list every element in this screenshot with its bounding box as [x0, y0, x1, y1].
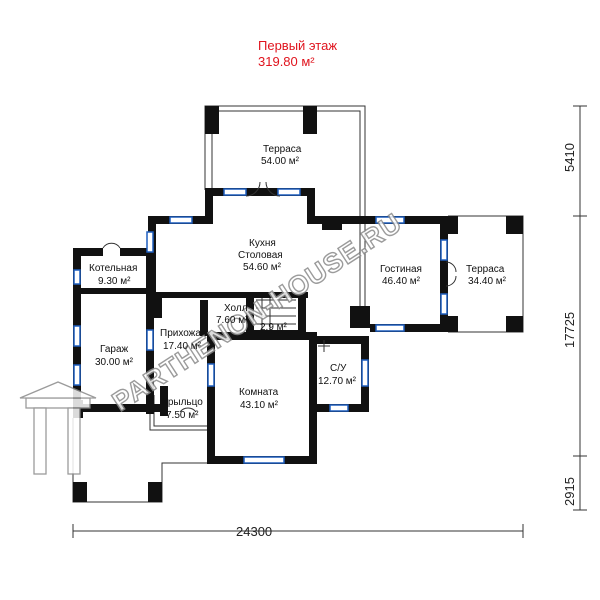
dim-width-total: 24300 [236, 524, 272, 539]
garage-name: Гараж [100, 344, 129, 355]
dim-right-bottom: 2915 [562, 477, 577, 506]
room-name: Комната [239, 387, 279, 398]
living-area: 46.40 м² [382, 276, 421, 287]
terrace-right-name: Терраса [466, 264, 505, 275]
dim-right-mid: 17725 [562, 312, 577, 348]
door-details [102, 181, 457, 413]
windows [73, 188, 448, 464]
boiler-area: 9.30 м² [98, 276, 131, 287]
kitchen-name: Кухня [249, 238, 276, 249]
watermark-logo [19, 381, 97, 475]
porch-name: Крыльцо [162, 397, 203, 408]
entry-area: 17.40 м² [163, 341, 202, 352]
terrace-right-area: 34.40 м² [468, 276, 507, 287]
bath-name: С/У [330, 363, 347, 374]
floor-area: 319.80 м² [258, 54, 315, 69]
dim-right-top: 5410 [562, 143, 577, 172]
living-name: Гостиная [380, 264, 422, 275]
boiler-name: Котельная [89, 263, 137, 274]
room-area: 43.10 м² [240, 400, 279, 411]
dimension-lines [72, 105, 587, 538]
hall-area: 7.60 м² [216, 315, 249, 326]
garage-area: 30.00 м² [95, 357, 134, 368]
room-labels: Терраса 54.00 м² Кухня Столовая 54.60 м²… [89, 144, 507, 421]
porch-area: 7.50 м² [166, 410, 199, 421]
floor-title: Первый этаж [258, 38, 337, 53]
kitchen-area: 54.60 м² [243, 262, 282, 273]
entry-name: Прихожая [160, 328, 206, 339]
stair-area: 2.9 м² [260, 322, 288, 333]
bath-area: 12.70 м² [318, 376, 357, 387]
kitchen-name2: Столовая [238, 250, 283, 261]
terrace-top-name: Терраса [263, 144, 302, 155]
terrace-top-area: 54.00 м² [261, 156, 300, 167]
hall-name: Холл [224, 303, 248, 314]
